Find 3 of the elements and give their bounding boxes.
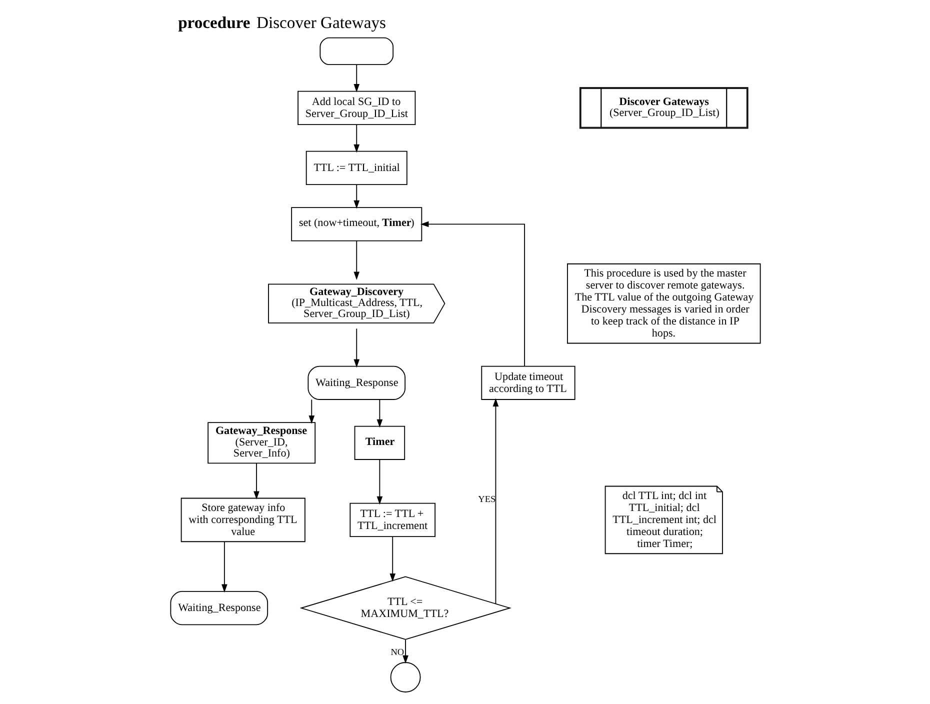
edge-label: YES: [478, 494, 496, 504]
diagram-title: procedure Discover Gateways: [178, 13, 386, 32]
edge-label: NO: [390, 647, 404, 658]
